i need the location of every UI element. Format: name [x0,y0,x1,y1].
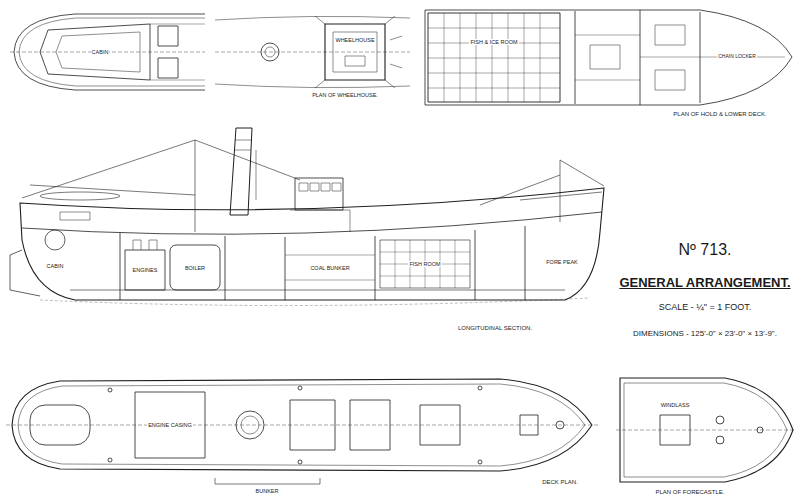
longitudinal-section [295,178,343,210]
longitudinal-section [380,240,470,288]
wheelhouse-plan [325,24,385,80]
wheelhouse-plan [265,47,275,57]
view-title: LONGITUDINAL SECTION. [457,325,533,332]
deck-plan [478,460,482,464]
deck-plan [420,405,460,445]
deck-plan [108,458,112,462]
hold-plan [655,70,685,90]
longitudinal-section [299,183,308,191]
view-title: DECK PLAN. [541,479,579,486]
deck-plan [6,379,598,484]
room-name: FORE PEAK [545,259,578,265]
room-name: CHAIN LOCKER [717,54,757,60]
longitudinal-section [133,240,157,250]
scale-note: SCALE - ¼" = 1 FOOT. [658,303,752,313]
longitudinal-section [20,188,604,300]
longitudinal-section [230,128,252,215]
deck-plan [135,392,205,458]
longitudinal-section [234,140,252,150]
longitudinal-section [170,245,220,290]
hold-plan [655,25,685,45]
deck-plan [556,421,564,429]
longitudinal-section [256,150,257,200]
room-name: ENGINE CASING [147,422,193,428]
longitudinal-section [520,192,602,200]
longitudinal-section [125,250,165,290]
deck-plan [290,400,335,450]
fitting-name: WINDLASS [660,402,691,408]
room-name: COAL BUNKER [309,265,350,271]
room-name: WHEELHOUSE [334,37,375,43]
dimensions-note: DIMENSIONS - 125'-0" × 23'-0" × 13'-9". [632,330,778,339]
cabin-plan [158,58,178,78]
deck-plan [478,386,482,390]
longitudinal-section [10,128,604,306]
cabin-plan [150,24,205,80]
room-name: BOILER [184,265,206,271]
room-name: FISH & ICE ROOM [469,39,518,45]
hold-plan [575,35,785,80]
longitudinal-section [480,160,604,222]
wheelhouse-plan [315,16,402,88]
drawing-title: GENERAL ARRANGEMENT. [618,276,791,290]
cabin-plan [10,14,205,90]
longitudinal-section [60,212,90,220]
cabin-plan [158,26,178,46]
deck-plan [298,460,302,464]
longitudinal-section [22,140,300,232]
longitudinal-section [310,183,319,191]
deck-plan [30,405,90,445]
view-title: PLAN OF HOLD & LOWER DECK. [672,111,767,118]
wheelhouse-plan [261,43,279,61]
hold-plan [575,10,700,105]
room-name: FISH ROOM [408,261,441,267]
longitudinal-section [120,226,525,300]
longitudinal-section [22,212,602,234]
forecastle-plan [716,436,724,444]
forecastle-plan [757,427,763,433]
wheelhouse-plan [333,32,377,72]
deck-plan [298,386,302,390]
deck-plan [108,388,112,392]
room-name: ENGINES [132,267,159,273]
wheelhouse-plan [215,52,410,53]
deck-plan [215,478,320,484]
hold-plan [428,13,560,102]
deck-plan [6,425,598,426]
longitudinal-section [332,183,341,191]
wheelhouse-plan [345,56,365,66]
longitudinal-section [10,250,40,296]
hold-plan [425,10,792,105]
longitudinal-section [321,183,330,191]
deck-plan [236,411,264,439]
room-name: CABIN [91,49,110,55]
hold-plan [428,13,560,102]
forecastle-plan [616,430,796,431]
room-name: CABIN [46,263,65,269]
longitudinal-section [40,192,120,200]
wheelhouse-plan [215,16,410,87]
wheelhouse-plan [215,16,410,88]
room-name: BUNKER [255,488,280,494]
view-title: PLAN OF WHEELHOUSE. [311,92,379,98]
forecastle-plan [616,378,796,482]
longitudinal-section [285,255,375,280]
longitudinal-section [45,230,65,250]
forecastle-plan [716,416,724,424]
longitudinal-section [290,210,350,232]
view-title: PLAN OF FORECASTLE. [654,489,725,496]
drawing-number: Nº 713. [678,241,733,259]
longitudinal-section [40,298,590,306]
forecastle-plan [660,415,690,445]
longitudinal-section [380,240,470,288]
deck-plan [520,415,538,435]
hold-plan [590,45,620,69]
hold-plan [425,10,792,105]
deck-plan [350,400,390,450]
deck-plan [241,416,259,434]
